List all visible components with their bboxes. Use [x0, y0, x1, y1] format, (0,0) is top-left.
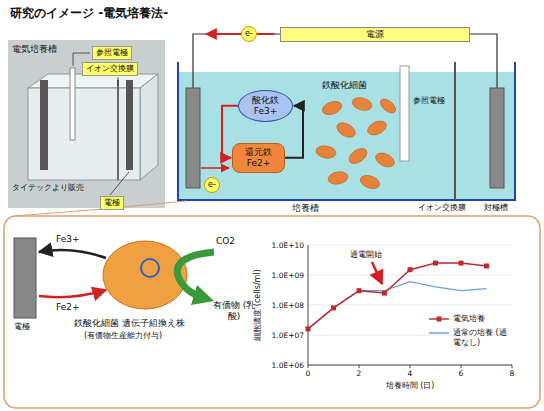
annotation: 通電開始 — [350, 250, 382, 260]
legend-sample — [428, 314, 450, 324]
tick-label: 1.0E+06 — [272, 361, 305, 370]
vessel-electrode — [40, 80, 48, 170]
node-text: イオン交換膜 — [86, 64, 134, 74]
node-text: Fe3+ — [252, 106, 279, 117]
annotation-arrow — [372, 262, 382, 284]
series-marker — [408, 267, 413, 272]
gas-label: CO2 — [216, 236, 235, 247]
callout-box: 参照電極 — [92, 46, 132, 60]
grid-line — [308, 245, 512, 246]
electrode-label: 参照電極 — [413, 96, 445, 106]
axis — [308, 245, 512, 365]
electrode — [14, 238, 36, 318]
callout-box: 電極 — [100, 196, 124, 210]
ion-label: Fe3+ — [56, 234, 80, 245]
power-supply-box: 電源 — [280, 27, 470, 42]
tick-label: 1.0E+10 — [272, 241, 305, 250]
plasmid — [141, 259, 159, 277]
chamber-label: 対極槽 — [484, 203, 508, 213]
tick-label: 0 — [306, 369, 311, 378]
fe2-arrow — [39, 290, 106, 297]
tick — [410, 365, 411, 368]
tick-label: 2 — [357, 369, 362, 378]
node-text: 電源 — [284, 29, 466, 40]
axis-title: 培養時間 (日) — [386, 381, 435, 391]
vessel-electrode — [126, 80, 133, 170]
working-electrode — [186, 88, 200, 188]
reference-electrode — [400, 66, 409, 161]
membrane-label: イオン交換膜 — [418, 203, 466, 213]
vessel-side — [140, 74, 158, 180]
wire — [193, 34, 280, 88]
detail-panel — [4, 216, 540, 408]
electron-circle: e- — [241, 26, 257, 42]
cell-caption: 鉄酸化細菌 遺伝子組換え株 — [74, 318, 185, 328]
tick-label: 4 — [408, 369, 413, 378]
callout-box: イオン交換膜 — [82, 62, 138, 76]
series-marker — [433, 261, 438, 266]
axis-title: 細胞濃度 (cells/ml) — [253, 269, 263, 340]
legend-entry: 通常の培養 (通電なし) — [428, 328, 511, 347]
series-marker — [382, 291, 387, 296]
oxidized-iron-ellipse: 酸化鉄Fe3+ — [238, 90, 293, 122]
grid-line — [308, 275, 512, 276]
chamber-label: 培養槽 — [292, 203, 319, 214]
photo-label: 電気培養槽 — [12, 44, 57, 55]
series-marker — [306, 326, 311, 331]
chart — [306, 245, 513, 368]
node-text: 参照電極 — [96, 48, 128, 58]
tick — [461, 365, 462, 368]
node-text: e- — [205, 178, 219, 192]
product-label: 有価物 (乳酸) — [212, 300, 256, 322]
tick-label: 1.0E+09 — [272, 271, 305, 280]
fe3-arrow — [39, 250, 106, 258]
tick — [308, 365, 309, 368]
node-text: 還元鉄 — [245, 147, 272, 158]
legend-text: 通常の培養 (通電なし) — [453, 328, 511, 347]
title: 研究のイメージ -電気培養法- — [10, 6, 168, 20]
culture-medium — [179, 72, 514, 199]
series-marker — [459, 261, 464, 266]
legend-sample — [428, 328, 450, 338]
series-marker — [331, 305, 336, 310]
tick-label: 8 — [510, 369, 515, 378]
ion-label: Fe2+ — [56, 302, 80, 313]
legend-text: 電気培養 — [453, 314, 511, 324]
vessel-membrane — [117, 80, 119, 180]
node-text: 電極 — [104, 198, 120, 208]
vessel-reference-rod — [70, 68, 75, 140]
electron-circle: e- — [204, 177, 220, 193]
leader-line — [110, 172, 129, 195]
electron-arrow — [201, 167, 229, 169]
electron-flow-arrow — [206, 33, 274, 35]
reduced-iron-box: 還元鉄Fe2+ — [232, 143, 285, 173]
note: タイテックより販売 — [12, 183, 84, 193]
tank-wall — [178, 62, 515, 200]
legend-entry: 電気培養 — [428, 314, 511, 324]
tick-label: 1.0E+07 — [272, 331, 305, 340]
bacteria-label: 鉄酸化細菌 — [322, 80, 367, 91]
tick — [359, 365, 360, 368]
photo-background — [8, 40, 165, 208]
tick-label: 6 — [459, 369, 464, 378]
ion-exchange-membrane — [454, 62, 456, 200]
tick — [512, 365, 513, 368]
electrode-label: 電極 — [14, 322, 30, 332]
tick-label: 1.0E+08 — [272, 301, 305, 310]
cell-caption: (有価物生産能力付与) — [84, 331, 162, 341]
conversion-arrow — [177, 252, 214, 298]
series-marker — [357, 288, 362, 293]
counter-electrode — [490, 88, 504, 188]
series-marker — [484, 263, 489, 268]
node-text: Fe2+ — [245, 158, 272, 169]
node-text: e- — [242, 27, 256, 41]
wire — [470, 34, 497, 88]
node-text: 酸化鉄 — [252, 95, 279, 106]
leader-line — [118, 77, 119, 86]
bacteria — [315, 96, 398, 191]
